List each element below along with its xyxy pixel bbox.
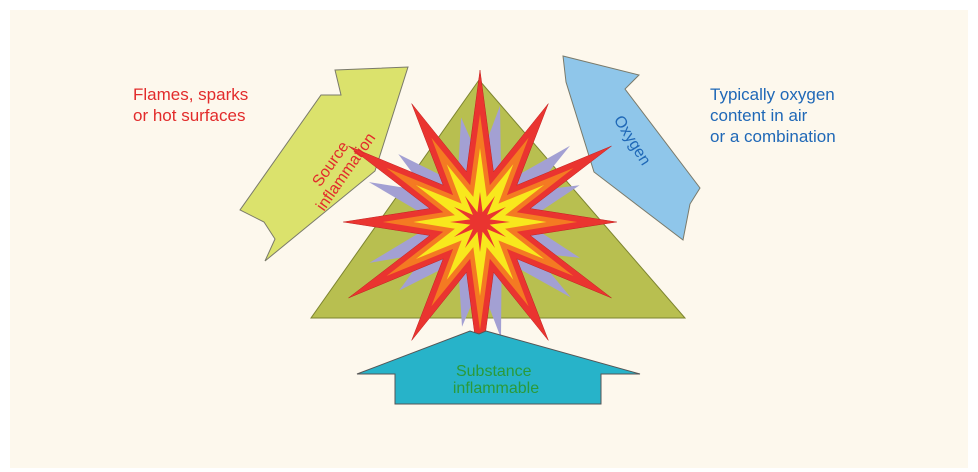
ignition-source-caption: Flames, sparks or hot surfaces: [133, 84, 248, 126]
ignition-source-caption-line1: Flames, sparks: [133, 84, 248, 105]
oxygen-caption-line1: Typically oxygen: [710, 84, 836, 105]
substance-arrow-label: Substance inflammable: [453, 363, 539, 397]
oxygen-caption-line3: or a combination: [710, 126, 836, 147]
oxygen-caption: Typically oxygen content in air or a com…: [710, 84, 836, 147]
ignition-source-caption-line2: or hot surfaces: [133, 105, 248, 126]
oxygen-caption-line2: content in air: [710, 105, 836, 126]
